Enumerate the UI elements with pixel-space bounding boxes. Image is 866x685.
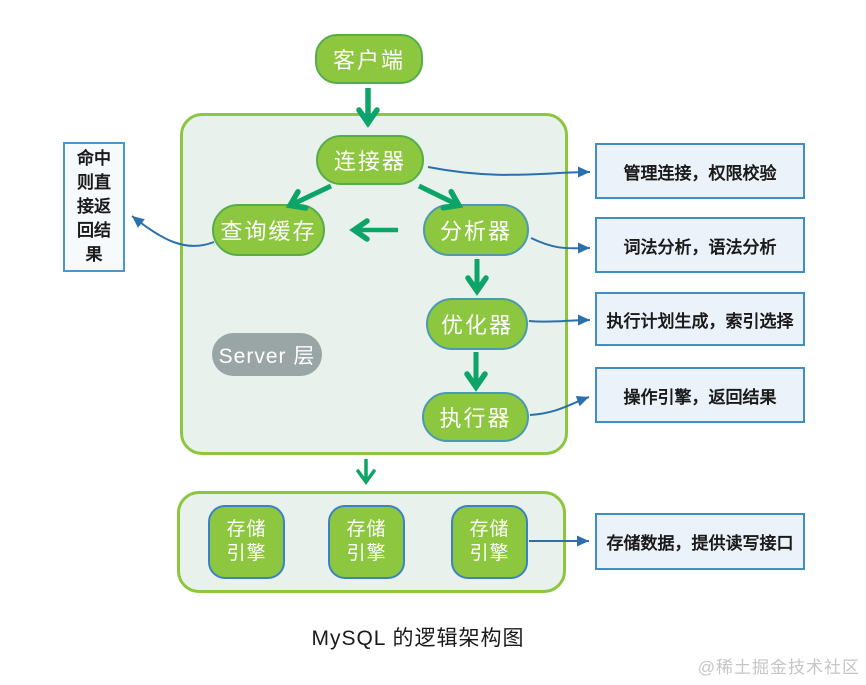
server-layer-label-text: Server 层 bbox=[218, 344, 316, 368]
note-connector: 管理连接，权限校验 bbox=[595, 143, 805, 199]
node-storage-engine-1-label: 存储引擎 bbox=[226, 519, 267, 564]
note-optimizer-text: 执行计划生成，索引选择 bbox=[606, 311, 794, 331]
note-executor: 操作引擎，返回结果 bbox=[595, 367, 805, 423]
node-storage-engine-1: 存储引擎 bbox=[208, 505, 285, 579]
node-analyzer: 分析器 bbox=[423, 204, 529, 256]
note-connector-text: 管理连接，权限校验 bbox=[623, 163, 777, 183]
note-cache-hit-text: 命中则直接返回结果 bbox=[77, 149, 111, 264]
node-storage-engine-3: 存储引擎 bbox=[451, 505, 528, 579]
note-executor-text: 操作引擎，返回结果 bbox=[623, 387, 777, 407]
node-storage-engine-2: 存储引擎 bbox=[328, 505, 405, 579]
watermark: @稀土掘金技术社区 bbox=[697, 658, 860, 677]
node-executor-label: 执行器 bbox=[439, 406, 512, 431]
node-optimizer-label: 优化器 bbox=[440, 313, 513, 338]
note-storage: 存储数据，提供读写接口 bbox=[595, 513, 805, 570]
node-analyzer-label: 分析器 bbox=[439, 219, 512, 244]
note-analyzer: 词法分析，语法分析 bbox=[595, 217, 805, 273]
note-storage-text: 存储数据，提供读写接口 bbox=[606, 534, 794, 553]
node-query-cache: 查询缓存 bbox=[212, 204, 325, 256]
note-optimizer: 执行计划生成，索引选择 bbox=[595, 292, 805, 346]
note-cache-hit: 命中则直接返回结果 bbox=[63, 142, 125, 272]
node-connector: 连接器 bbox=[316, 135, 424, 185]
node-storage-engine-2-label: 存储引擎 bbox=[346, 519, 387, 564]
node-connector-label: 连接器 bbox=[333, 149, 406, 174]
note-analyzer-text: 词法分析，语法分析 bbox=[623, 237, 777, 257]
node-client: 客户端 bbox=[315, 34, 423, 84]
diagram-caption: MySQL 的逻辑架构图 bbox=[311, 627, 525, 650]
node-query-cache-label: 查询缓存 bbox=[220, 219, 317, 244]
node-client-label: 客户端 bbox=[332, 48, 405, 73]
server-layer-label: Server 层 bbox=[212, 333, 322, 376]
node-storage-engine-3-label: 存储引擎 bbox=[469, 519, 510, 564]
node-optimizer: 优化器 bbox=[426, 298, 528, 350]
node-executor: 执行器 bbox=[422, 392, 529, 442]
